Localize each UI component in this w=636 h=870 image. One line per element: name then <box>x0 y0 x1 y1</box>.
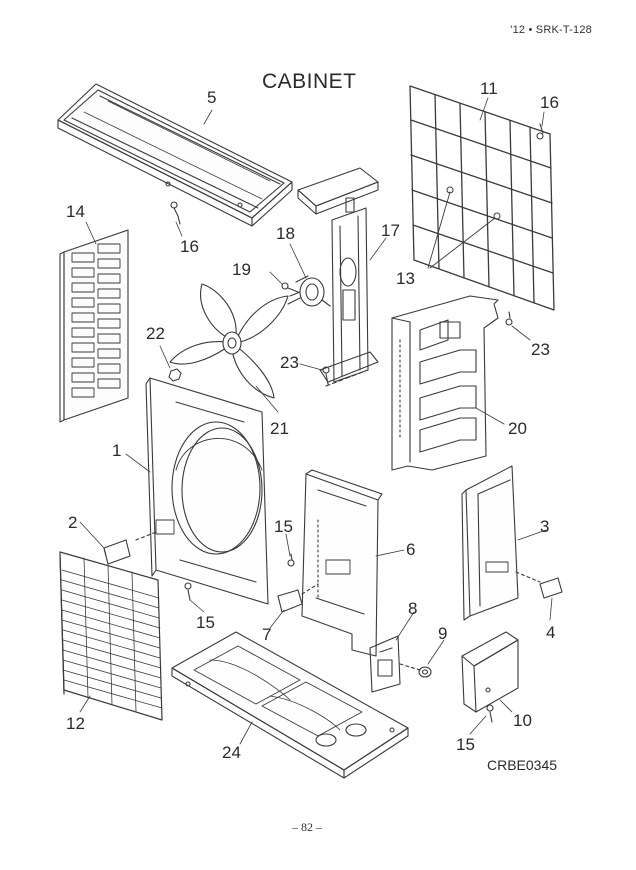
callout-3: 3 <box>540 517 550 536</box>
callout-17: 17 <box>381 221 400 240</box>
part-15-screw-cover <box>486 704 494 723</box>
callout-23-partition: 23 <box>531 340 550 359</box>
callout-6: 6 <box>406 540 416 559</box>
callout-1: 1 <box>112 441 122 460</box>
page-number: – 82 – <box>292 820 322 834</box>
callout-20: 20 <box>508 419 527 438</box>
callout-12: 12 <box>66 714 85 733</box>
callout-11: 11 <box>480 79 498 98</box>
diagram-title: CABINET <box>262 70 357 93</box>
callout-10: 10 <box>513 711 532 730</box>
part-17-motor-support <box>297 167 379 387</box>
part-18-fan-motor <box>287 275 331 307</box>
part-3-side-panel <box>461 465 541 621</box>
part-23-screw-support <box>322 366 330 385</box>
part-16-screw-grille <box>536 123 544 140</box>
part-15-screw-mid <box>287 553 295 567</box>
part-14-side-louver-panel <box>59 229 129 423</box>
callout-15-cover: 15 <box>456 735 475 754</box>
part-6-service-panel <box>301 469 383 657</box>
callout-24: 24 <box>222 743 241 762</box>
part-15-screw-front <box>184 582 192 601</box>
part-24-base-plate <box>171 631 409 779</box>
callout-21: 21 <box>270 419 289 438</box>
callout-16-cover: 16 <box>180 237 199 256</box>
callout-19: 19 <box>232 260 251 279</box>
part-7-handle <box>277 583 319 613</box>
part-11-rear-wire-grille <box>409 85 555 311</box>
callout-5: 5 <box>207 88 217 107</box>
callout-4: 4 <box>546 623 556 642</box>
part-1-front-panel <box>145 377 269 605</box>
part-12-front-grille <box>59 551 163 721</box>
callout-2: 2 <box>68 513 78 532</box>
part-9-washer <box>418 666 432 678</box>
part-21-propeller-fan <box>169 283 289 399</box>
callout-23-support: 23 <box>280 353 299 372</box>
part-5-top-cover <box>57 83 293 227</box>
callout-22: 22 <box>146 324 165 343</box>
document-id: '12 • SRK-T-128 <box>510 24 592 36</box>
callout-18: 18 <box>276 224 295 243</box>
part-23-screw-partition <box>505 311 513 326</box>
part-2-handle <box>103 531 157 565</box>
part-22-fan-nut <box>168 368 182 382</box>
part-10-side-cover <box>461 631 519 713</box>
part-4-handle <box>539 577 563 599</box>
callout-7: 7 <box>262 625 272 644</box>
part-8-valve-cover <box>369 635 421 693</box>
callout-14: 14 <box>66 202 85 221</box>
callout-15-front: 15 <box>196 613 215 632</box>
callout-16-grille: 16 <box>540 93 559 112</box>
part-20-partition-plate <box>391 295 499 471</box>
callout-leaders <box>79 97 553 745</box>
callout-8: 8 <box>408 599 418 618</box>
callout-13: 13 <box>396 269 415 288</box>
part-16-screw-cover <box>170 201 181 225</box>
part-19-screw <box>281 282 299 293</box>
callout-9: 9 <box>438 624 448 643</box>
callout-15-mid: 15 <box>274 517 293 536</box>
drawing-code: CRBE0345 <box>487 757 558 773</box>
